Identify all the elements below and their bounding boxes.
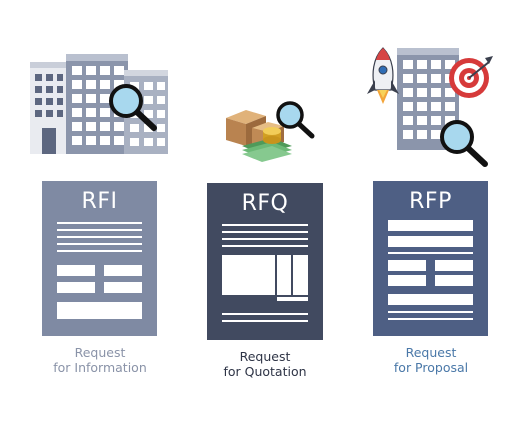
text-line [388,311,473,313]
text-line [57,222,142,224]
form-block [57,302,142,319]
document-title: RFP [409,189,452,214]
table-footer [277,297,308,301]
magnifier-icon [274,100,318,142]
rfq-document: RFQ [207,183,323,340]
text-line [57,229,142,231]
rfi-caption: Request for Information [40,345,160,375]
rfi-illustration [28,48,173,156]
document-title: RFI [81,189,118,214]
text-line [222,238,308,240]
office-buildings-icon [30,54,168,154]
form-field [57,265,95,276]
form-block [388,236,473,247]
target-icon [449,56,493,98]
form-block [388,294,473,305]
caption-line: for Proposal [393,360,469,375]
form-field [104,282,142,293]
form-field [104,265,142,276]
text-line [388,252,473,254]
caption-line: Request [74,345,126,360]
office-building-icon [397,48,459,150]
text-line [57,243,142,245]
table-column [293,255,308,295]
table-block [222,255,275,295]
rfp-caption: Request for Proposal [371,345,491,375]
caption-line: Request [405,345,457,360]
text-line [57,250,142,252]
rfp-illustration [365,44,495,170]
form-field [388,275,426,286]
goods-and-money-icon [226,110,292,162]
form-field [435,275,473,286]
magnifier-icon [437,118,491,170]
caption-line: Request [239,349,291,364]
form-field [57,282,95,293]
magnifier-icon [106,82,160,134]
text-line [388,318,473,320]
table-column [277,255,291,295]
text-line [57,236,142,238]
text-line [222,313,308,315]
form-field [388,260,426,271]
rocket-icon [367,47,399,104]
rfp-document: RFP [373,181,488,336]
form-block [388,220,473,231]
text-line [222,231,308,233]
rfq-illustration [222,102,322,164]
text-line [222,245,308,247]
document-title: RFQ [241,191,289,216]
rfq-caption: Request for Quotation [205,349,325,379]
caption-line: for Quotation [223,364,307,379]
text-line [222,320,308,322]
form-field [435,260,473,271]
rfi-document: RFI [42,181,157,336]
text-line [222,224,308,226]
caption-line: for Information [53,360,147,375]
